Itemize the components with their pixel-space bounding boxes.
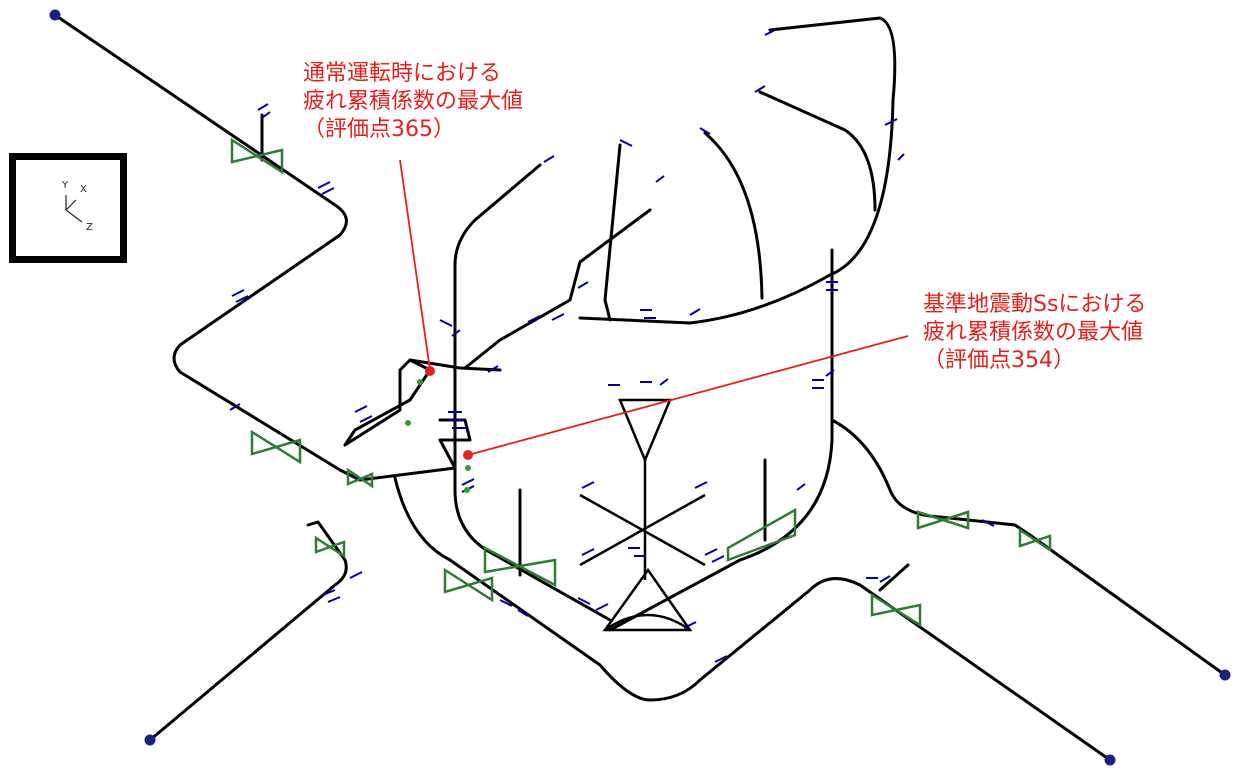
leader-seismic xyxy=(467,335,909,456)
axis-z-label: Z xyxy=(86,222,93,233)
callout-normal-line3: （評価点365） xyxy=(303,117,455,142)
leader-normal xyxy=(399,159,431,371)
pipe-support-icon xyxy=(812,369,835,389)
valve-icon xyxy=(483,545,557,588)
valves xyxy=(230,137,1052,628)
callout-seismic-ss: 基準地震動Ssにおける 疲れ累積係数の最大値 （評価点354） xyxy=(923,291,1146,375)
pipe-knot-3 xyxy=(408,358,502,372)
pipe-support-icon xyxy=(608,378,669,386)
anchor-icon xyxy=(1104,754,1116,766)
evaluation-point-icon xyxy=(463,450,473,460)
axis-triad-graphic xyxy=(65,195,83,223)
valve-icon xyxy=(1018,527,1052,553)
pipe-branch-b xyxy=(703,131,764,300)
pipe-support-icon xyxy=(499,599,529,617)
pipe-support-icon xyxy=(796,483,806,491)
anchor-icon xyxy=(49,9,61,21)
pipe-support-icon xyxy=(448,411,466,429)
frame-top-triangle xyxy=(618,398,672,464)
axis-x-label: X xyxy=(80,184,87,195)
pipe-support-icon xyxy=(439,319,461,337)
axis-triad: Y X Z xyxy=(9,153,127,263)
pipe-support-icon xyxy=(714,655,728,663)
pipe-right-header xyxy=(578,16,897,325)
callout-seismic-line3: （評価点354） xyxy=(923,348,1075,373)
pipe-support-icon xyxy=(683,621,697,629)
pipe-support-icon xyxy=(322,589,341,603)
pipe-support-icon xyxy=(577,597,609,611)
pipe-support-icon xyxy=(231,289,249,303)
pipe-support-icon xyxy=(866,575,891,583)
pipe-support-icon xyxy=(981,519,995,527)
pipe-support-icon xyxy=(354,405,373,423)
valve-icon xyxy=(443,567,494,603)
node-marker xyxy=(465,465,471,471)
pipe-bottom-sweep xyxy=(448,558,1112,762)
callout-seismic-line2: 疲れ累積係数の最大値 xyxy=(923,320,1144,345)
pipe-branch-d xyxy=(463,208,652,370)
valve-icon xyxy=(250,429,302,465)
pipe-support-icon xyxy=(689,308,701,316)
evaluation-point-icon xyxy=(425,366,435,376)
valve-icon xyxy=(916,510,970,530)
pipe-branch-c xyxy=(603,143,622,322)
anchor-icon xyxy=(144,734,156,746)
supports xyxy=(229,29,995,663)
support-frame xyxy=(579,398,706,632)
pipe-right-outlet xyxy=(830,418,1227,677)
pipe-support-icon xyxy=(884,118,898,126)
pipe-support-icon xyxy=(543,29,776,163)
pipe-support-icon xyxy=(349,571,363,579)
valve-icon xyxy=(870,592,922,628)
pipe-support-icon xyxy=(581,481,595,489)
pipe-support-icon xyxy=(655,175,665,183)
pipe-support-icon xyxy=(628,547,646,557)
pipe-support-icon xyxy=(704,548,725,563)
node-marker xyxy=(464,487,470,493)
anchor-icon xyxy=(1219,669,1231,681)
pipe-run-left-upper xyxy=(53,13,362,482)
callout-normal-line1: 通常運転時における xyxy=(303,61,502,86)
axis-y-label: Y xyxy=(62,180,69,191)
pipe-support-icon xyxy=(826,281,838,291)
pipe-bottom-branch xyxy=(878,563,910,592)
pipe-central-loop xyxy=(453,163,612,622)
evaluation-points xyxy=(405,366,473,493)
anchors xyxy=(49,9,1231,766)
callout-leaders xyxy=(399,159,909,456)
node-marker xyxy=(405,420,411,426)
valve-icon xyxy=(314,535,346,559)
callout-seismic-line1: 基準地震動Ssにおける xyxy=(923,292,1147,317)
pipe-right-vertical xyxy=(608,248,834,632)
pipe-support-icon xyxy=(229,403,241,411)
callout-normal-line2: 疲れ累積係数の最大値 xyxy=(303,89,524,114)
pipe-network xyxy=(53,13,1227,762)
node-marker xyxy=(417,379,423,385)
pipe-support-icon xyxy=(581,548,595,556)
pipe-branch-a xyxy=(758,90,877,212)
pipe-support-icon xyxy=(694,481,708,489)
valve-icon xyxy=(230,137,284,175)
pipe-run-left-lower xyxy=(148,520,348,742)
pipe-knot-2 xyxy=(343,358,432,447)
pipe-support-icon xyxy=(897,153,905,161)
pipe-knot-4 xyxy=(393,476,452,562)
frame-bottom-triangle xyxy=(602,567,693,632)
pipe-support-icon xyxy=(487,365,499,373)
pipe-support-icon xyxy=(640,309,656,319)
pipe-support-icon xyxy=(317,181,335,195)
pipe-support-icon xyxy=(257,103,271,119)
pipe-support-icon xyxy=(577,281,589,289)
callout-normal-operation: 通常運転時における 疲れ累積係数の最大値 （評価点365） xyxy=(303,60,523,144)
pipe-support-icon xyxy=(527,313,565,323)
valve-icon xyxy=(346,467,374,489)
valve-icon xyxy=(726,507,797,562)
